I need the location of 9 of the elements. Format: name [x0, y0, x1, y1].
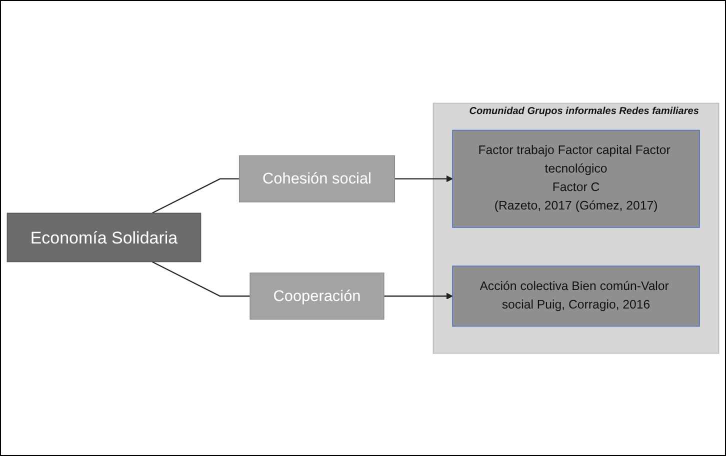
node-box: Cooperación	[250, 272, 384, 320]
node-box: Economía Solidaria	[6, 212, 202, 262]
arrow	[384, 292, 453, 300]
arrow	[394, 175, 453, 182]
connector	[152, 178, 240, 214]
node-box: Acción colectiva Bien común-Valor social Puig, Corragio, 2016	[452, 265, 700, 326]
node-box: Factor trabajo Factor capital Factor tecnológico Factor C (Razeto, 2017 (Gómez, 2017)	[452, 130, 700, 228]
node-box: Cohesión social	[238, 155, 396, 202]
connector	[152, 261, 250, 296]
